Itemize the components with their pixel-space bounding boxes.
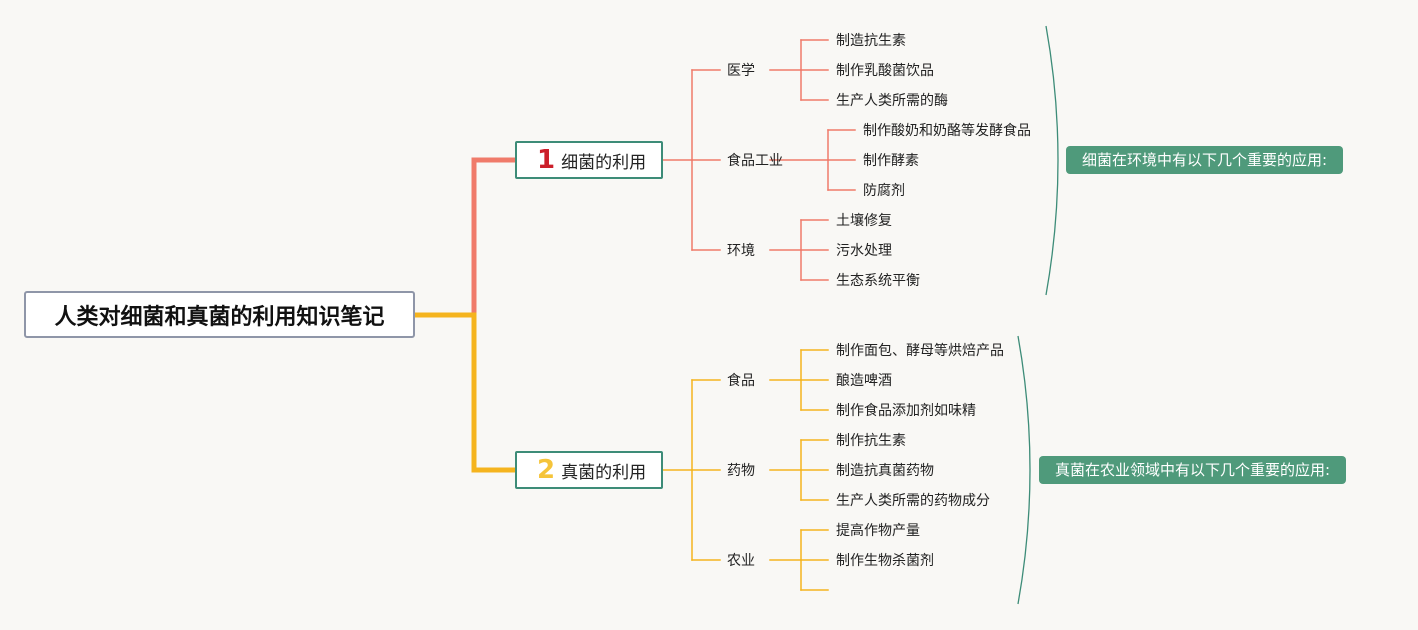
leaf-item[interactable]: 制作酵素: [863, 151, 919, 171]
leaf-item[interactable]: 制作生物杀菌剂: [836, 551, 934, 571]
leaf-label: 污水处理: [836, 243, 892, 259]
leaf-item[interactable]: 生产人类所需的酶: [836, 91, 948, 111]
summary-label: 细菌在环境中有以下几个重要的应用:: [1082, 151, 1328, 169]
leaf-label: 制造抗生素: [836, 33, 906, 49]
leaf-item[interactable]: 制作面包、酵母等烘焙产品: [836, 341, 1004, 361]
leaf-label: 土壤修复: [836, 213, 892, 229]
subtopic-food[interactable]: 食品: [727, 371, 755, 391]
leaf-label: 制作抗生素: [836, 433, 906, 449]
leaf-item[interactable]: 酿造啤酒: [836, 371, 892, 391]
branch-fungi[interactable]: 2 真菌的利用: [515, 451, 663, 489]
leaf-item[interactable]: 污水处理: [836, 241, 892, 261]
summary-fungi[interactable]: 真菌在农业领域中有以下几个重要的应用:: [1039, 456, 1347, 484]
subtopic-label: 食品: [727, 373, 755, 389]
summary-label: 真菌在农业领域中有以下几个重要的应用:: [1055, 461, 1331, 479]
leaf-item[interactable]: 生产人类所需的药物成分: [836, 491, 990, 511]
leaf-label: 提高作物产量: [836, 523, 920, 539]
leaf-item[interactable]: 生态系统平衡: [836, 271, 920, 291]
leaf-label: 生态系统平衡: [836, 273, 920, 289]
leaf-item[interactable]: 制作酸奶和奶酪等发酵食品: [863, 121, 1031, 141]
summary-bracket-bacteria: [1045, 25, 1059, 296]
leaf-label: 制作面包、酵母等烘焙产品: [836, 343, 1004, 359]
subtopic-food-industry[interactable]: 食品工业: [727, 151, 783, 171]
subtopic-label: 农业: [727, 553, 755, 569]
subtopic-label: 医学: [727, 63, 755, 79]
root-title: 人类对细菌和真菌的利用知识笔记: [54, 304, 385, 330]
subtopic-drugs[interactable]: 药物: [727, 461, 755, 481]
summary-bracket-fungi: [1017, 335, 1031, 605]
leaf-label: 制作乳酸菌饮品: [836, 63, 934, 79]
branch-number-1: 1: [537, 145, 556, 175]
leaf-label: 制作生物杀菌剂: [836, 553, 934, 569]
leaf-item[interactable]: 制造抗生素: [836, 31, 906, 51]
branch-number-2: 2: [537, 455, 556, 485]
subtopic-agriculture[interactable]: 农业: [727, 551, 755, 571]
branch-label-bacteria: 细菌的利用: [561, 152, 647, 173]
leaf-item[interactable]: 制作食品添加剂如味精: [836, 401, 976, 421]
leaf-label: 生产人类所需的药物成分: [836, 493, 990, 509]
leaf-label: 制作食品添加剂如味精: [836, 403, 976, 419]
subtopic-environment[interactable]: 环境: [727, 241, 755, 261]
leaf-item[interactable]: 防腐剂: [863, 181, 905, 201]
subtopic-medicine[interactable]: 医学: [727, 61, 755, 81]
leaf-item[interactable]: 土壤修复: [836, 211, 892, 231]
subtopic-label: 药物: [727, 463, 755, 479]
summary-bacteria[interactable]: 细菌在环境中有以下几个重要的应用:: [1066, 146, 1344, 174]
leaf-label: 制作酵素: [863, 153, 919, 169]
leaf-label: 制作酸奶和奶酪等发酵食品: [863, 123, 1031, 139]
leaf-item[interactable]: 提高作物产量: [836, 521, 920, 541]
leaf-item[interactable]: 制造抗真菌药物: [836, 461, 934, 481]
leaf-label: 生产人类所需的酶: [836, 93, 948, 109]
subtopic-label: 食品工业: [727, 153, 783, 169]
branch-label-fungi: 真菌的利用: [561, 462, 647, 483]
leaf-item[interactable]: 制作乳酸菌饮品: [836, 61, 934, 81]
branch-bacteria[interactable]: 1 细菌的利用: [515, 141, 663, 179]
leaf-label: 防腐剂: [863, 183, 905, 199]
leaf-label: 酿造啤酒: [836, 373, 892, 389]
leaf-item[interactable]: 制作抗生素: [836, 431, 906, 451]
leaf-label: 制造抗真菌药物: [836, 463, 934, 479]
subtopic-label: 环境: [727, 243, 755, 259]
root-topic[interactable]: 人类对细菌和真菌的利用知识笔记: [24, 291, 415, 338]
